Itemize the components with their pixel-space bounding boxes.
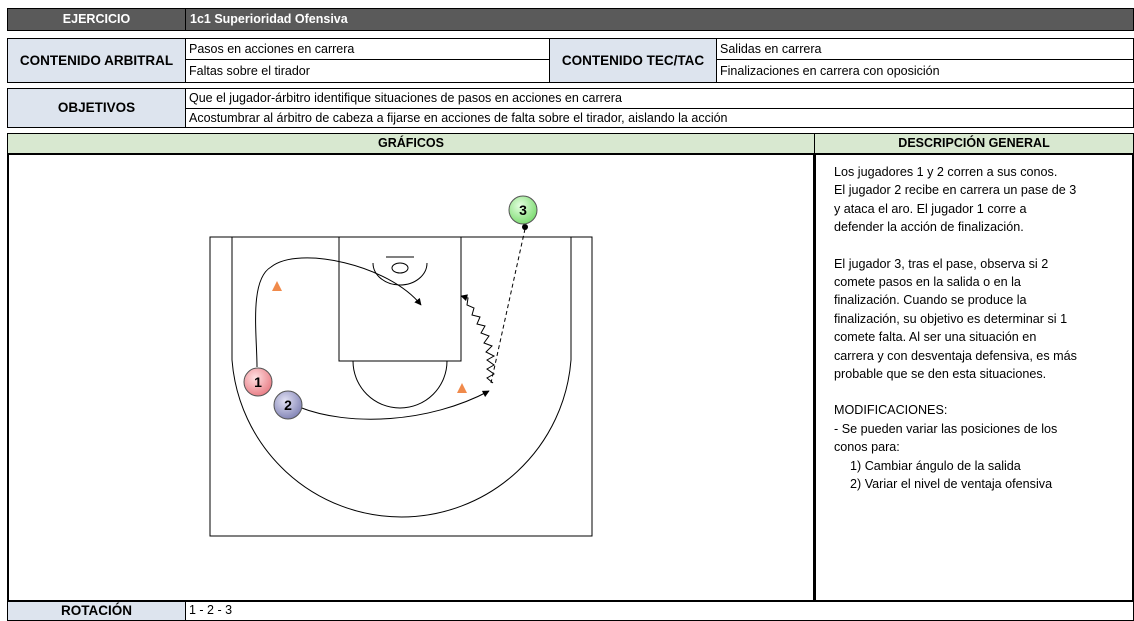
player-2-path	[298, 390, 490, 420]
desc-line: finalización, su objetivo es determinar …	[834, 311, 1068, 326]
desc-line: defender la acción de finalización.	[834, 220, 1024, 235]
mod-item: 1) Cambiar ángulo de la salida	[850, 458, 1021, 473]
desc-line: comete pasos en la salida o en la	[834, 275, 1021, 290]
free-throw-circle	[352, 360, 448, 409]
contenido-tectac-item-2: Finalizaciones en carrera con oposición	[716, 59, 1134, 83]
pass-line	[490, 228, 526, 384]
court-lines	[209, 236, 593, 537]
contenido-tectac-item-1: Salidas en carrera	[716, 38, 1134, 60]
key-area	[338, 236, 462, 362]
ejercicio-title: 1c1 Superioridad Ofensiva	[185, 8, 1134, 31]
contenido-arbitral-item-2: Faltas sobre el tirador	[185, 59, 550, 83]
cone-icon	[457, 383, 467, 393]
contenido-arbitral-item-1: Pasos en acciones en carrera	[185, 38, 550, 60]
rotacion-label: ROTACIÓN	[7, 601, 186, 621]
desc-line: El jugador 3, tras el pase, observa si 2	[834, 256, 1049, 271]
mod-line: conos para:	[834, 440, 900, 455]
rotacion-value: 1 - 2 - 3	[185, 601, 1134, 621]
descripcion-panel: Los jugadores 1 y 2 corren a sus conos. …	[814, 153, 1134, 602]
contenido-arbitral-label: CONTENIDO ARBITRAL	[7, 38, 186, 83]
dribble-path	[460, 294, 496, 384]
desc-line: El jugador 2 recibe en carrera un pase d…	[834, 183, 1077, 198]
desc-line: comete falta. Al ser una situación en	[834, 330, 1037, 345]
objetivo-item-1: Que el jugador-árbitro identifique situa…	[185, 88, 1134, 109]
contenido-tectac-label: CONTENIDO TEC/TAC	[549, 38, 717, 83]
three-point-line	[231, 237, 572, 518]
graficos-header: GRÁFICOS	[7, 133, 815, 154]
ejercicio-label: EJERCICIO	[7, 8, 186, 31]
desc-line: probable que se den esta situaciones.	[834, 367, 1047, 382]
player-2: 2	[273, 390, 303, 420]
player-1: 1	[243, 367, 273, 397]
modificaciones-title: MODIFICACIONES:	[834, 403, 948, 418]
court-diagram: 1 2 3	[209, 195, 593, 537]
pass-origin-dot	[522, 224, 528, 230]
cone-icon	[272, 281, 282, 291]
restricted-arc	[372, 262, 428, 286]
desc-line: Los jugadores 1 y 2 corren a sus conos.	[834, 165, 1058, 179]
desc-line: y ataca el aro. El jugador 1 corre a	[834, 201, 1027, 216]
player-1-number: 1	[254, 374, 262, 390]
mod-item: 2) Variar el nivel de ventaja ofensiva	[850, 477, 1053, 492]
descripcion-header: DESCRIPCIÓN GENERAL	[814, 133, 1134, 154]
desc-line: carrera y con desventaja defensiva, es m…	[834, 348, 1077, 363]
graficos-panel: 1 2 3	[7, 153, 815, 602]
desc-line: finalización. Cuando se produce la	[834, 293, 1027, 308]
player-3-number: 3	[519, 202, 527, 218]
rim	[391, 262, 409, 274]
player-1-path	[255, 257, 422, 368]
objetivos-label: OBJETIVOS	[7, 88, 186, 128]
objetivo-item-2: Acostumbrar al árbitro de cabeza a fijar…	[185, 108, 1134, 128]
player-2-number: 2	[284, 397, 292, 413]
mod-line: - Se pueden variar las posiciones de los	[834, 421, 1058, 436]
player-3: 3	[508, 195, 538, 225]
